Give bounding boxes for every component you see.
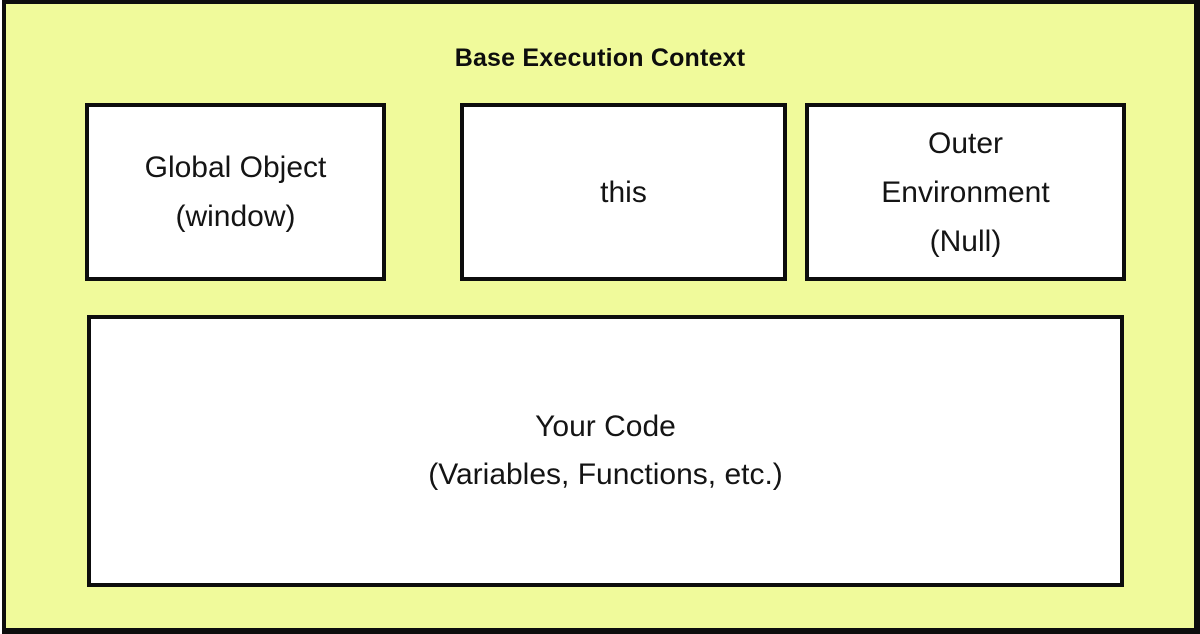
global-object-label-line1: Global Object [144, 151, 327, 184]
outer-environment-box: Outer Environment (Null) [805, 103, 1126, 281]
this-box: this [460, 103, 787, 281]
global-object-box: Global Object (window) [85, 103, 386, 281]
your-code-box: Your Code (Variables, Functions, etc.) [87, 315, 1124, 587]
global-object-label-line2: (window) [175, 200, 296, 233]
outer-environment-label-line1: Outer [927, 126, 1004, 160]
outer-environment-label-line2: Environment [881, 175, 1050, 209]
your-code-label-line2: (Variables, Functions, etc.) [428, 458, 783, 491]
this-label: this [600, 175, 647, 209]
diagram-title: Base Execution Context [454, 44, 746, 72]
your-code-label-line1: Your Code [535, 410, 676, 443]
outer-environment-label-line3: (Null) [929, 224, 1002, 258]
